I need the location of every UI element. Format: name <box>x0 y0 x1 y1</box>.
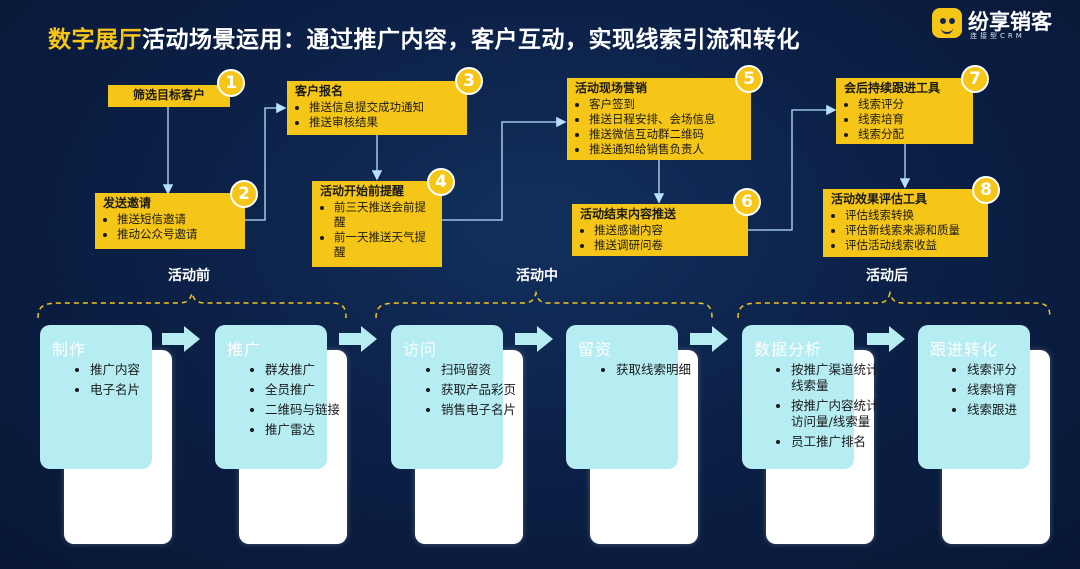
brace-during <box>375 290 713 319</box>
arrow-right-icon <box>339 326 377 352</box>
step-title: 活动开始前提醒 <box>320 184 405 198</box>
step-badge-4: 4 <box>427 168 455 196</box>
step-box-5: 活动现场营销 客户签到 推送日程安排、会场信息 推送微信互动群二维码 推送通知给… <box>567 78 751 160</box>
step-title: 客户报名 <box>295 84 344 98</box>
card-front-promote <box>215 325 327 469</box>
brace-after <box>737 290 1051 319</box>
step-badge-6: 6 <box>733 188 761 216</box>
step-item: 前一天推送天气提醒 <box>334 230 434 260</box>
arrow-right-icon <box>867 326 905 352</box>
phase-label-during: 活动中 <box>516 268 558 284</box>
step-item: 线索分配 <box>858 127 965 142</box>
card-front-make <box>40 325 152 469</box>
card-item: 推广雷达 <box>265 422 351 438</box>
step-item: 线索培育 <box>858 112 965 127</box>
card-list-visit: 扫码留资 获取产品彩页 销售电子名片 <box>428 362 525 422</box>
step-box-8: 活动效果评估工具 评估线索转换 评估新线索来源和质量 评估活动线索收益 <box>823 189 988 257</box>
step-badge-5: 5 <box>735 65 763 93</box>
step-badge-3: 3 <box>455 67 483 95</box>
step-box-7: 会后持续跟进工具 线索评分 线索培育 线索分配 <box>836 78 973 144</box>
step-item: 推送通知给销售负责人 <box>589 142 743 157</box>
card-list-make: 推广内容 电子名片 <box>77 362 176 402</box>
step-badge-8: 8 <box>972 176 1000 204</box>
card-list-capture: 获取线索明细 <box>603 362 702 382</box>
logo-name: 纷享销客 <box>968 10 1052 34</box>
step-box-6: 活动结束内容推送 推送感谢内容 推送调研问卷 <box>572 204 748 256</box>
title-highlight: 数字展厅 <box>48 27 142 53</box>
card-item: 线索培育 <box>967 382 1053 398</box>
card-front-visit <box>391 325 503 469</box>
card-title-followup: 跟进转化 <box>930 340 999 359</box>
logo-subtitle: 连接型CRM <box>970 32 1025 40</box>
card-front-followup <box>918 325 1030 469</box>
step-item: 客户签到 <box>589 97 743 112</box>
card-list-followup: 线索评分 线索培育 线索跟进 <box>954 362 1053 422</box>
card-front-analytics <box>742 325 854 469</box>
card-list-promote: 群发推广 全员推广 二维码与链接 推广雷达 <box>252 362 351 442</box>
card-item: 扫码留资 <box>441 362 525 378</box>
connector-6-7 <box>748 104 837 231</box>
card-item: 电子名片 <box>90 382 176 398</box>
step-title: 活动效果评估工具 <box>831 192 928 206</box>
step-title: 筛选目标客户 <box>132 88 205 102</box>
step-item: 推送信息提交成功通知 <box>309 100 459 115</box>
card-item: 全员推广 <box>265 382 351 398</box>
step-item: 线索评分 <box>858 97 965 112</box>
step-item: 推动公众号邀请 <box>117 227 237 242</box>
step-box-1: 筛选目标客户 <box>108 85 230 107</box>
card-item: 线索评分 <box>967 362 1053 378</box>
step-badge-2: 2 <box>230 180 258 208</box>
step-box-3: 客户报名 推送信息提交成功通知 推送审核结果 <box>287 81 467 135</box>
connector-2-3 <box>245 102 287 221</box>
card-title-analytics: 数据分析 <box>754 340 823 359</box>
title-rest: 活动场景运用：通过推广内容，客户互动，实现线索引流和转化 <box>142 27 800 53</box>
arrow-right-icon <box>162 326 200 352</box>
page-title: 数字展厅活动场景运用：通过推广内容，客户互动，实现线索引流和转化 <box>48 20 800 54</box>
card-item: 员工推广排名 <box>791 434 879 450</box>
brand-logo: 纷享销客 连接型CRM <box>932 6 1072 42</box>
phase-label-after: 活动后 <box>866 268 908 284</box>
step-item: 推送调研问卷 <box>594 238 740 253</box>
phase-label-before: 活动前 <box>168 268 210 284</box>
logo-face-icon <box>932 8 962 38</box>
card-title-visit: 访问 <box>403 340 438 359</box>
step-title: 活动结束内容推送 <box>580 207 677 221</box>
card-item: 销售电子名片 <box>441 402 525 418</box>
step-item: 推送短信邀请 <box>117 212 237 227</box>
step-item: 推送日程安排、会场信息 <box>589 112 743 127</box>
step-box-2: 发送邀请 推送短信邀请 推动公众号邀请 <box>95 193 245 249</box>
step-item: 前三天推送会前提醒 <box>334 200 434 230</box>
card-item: 群发推广 <box>265 362 351 378</box>
card-front-capture <box>566 325 678 469</box>
card-item: 按推广渠道统计线索量 <box>791 362 879 394</box>
step-badge-1: 1 <box>217 69 245 97</box>
step-item: 评估新线索来源和质量 <box>845 223 980 238</box>
step-box-4: 活动开始前提醒 前三天推送会前提醒 前一天推送天气提醒 <box>312 181 442 267</box>
card-item: 二维码与链接 <box>265 402 351 418</box>
step-item: 评估活动线索收益 <box>845 238 980 253</box>
card-item: 线索跟进 <box>967 402 1053 418</box>
card-title-capture: 留资 <box>578 340 613 359</box>
card-title-promote: 推广 <box>227 340 262 359</box>
step-item: 推送感谢内容 <box>594 223 740 238</box>
step-badge-7: 7 <box>961 65 989 93</box>
step-title: 发送邀请 <box>103 196 152 210</box>
step-title: 活动现场营销 <box>575 81 648 95</box>
card-list-analytics: 按推广渠道统计线索量 按推广内容统计访问量/线索量 员工推广排名 <box>778 362 879 454</box>
step-item: 推送微信互动群二维码 <box>589 127 743 142</box>
connector-4-5 <box>442 116 567 221</box>
arrow-right-icon <box>515 326 553 352</box>
card-item: 获取产品彩页 <box>441 382 525 398</box>
step-item: 评估线索转换 <box>845 208 980 223</box>
arrow-right-icon <box>690 326 728 352</box>
card-item: 按推广内容统计访问量/线索量 <box>791 398 879 430</box>
step-item: 推送审核结果 <box>309 115 459 130</box>
card-item: 获取线索明细 <box>616 362 702 378</box>
brace-before <box>37 290 347 319</box>
step-title: 会后持续跟进工具 <box>844 81 941 95</box>
card-title-make: 制作 <box>52 340 87 359</box>
card-item: 推广内容 <box>90 362 176 378</box>
